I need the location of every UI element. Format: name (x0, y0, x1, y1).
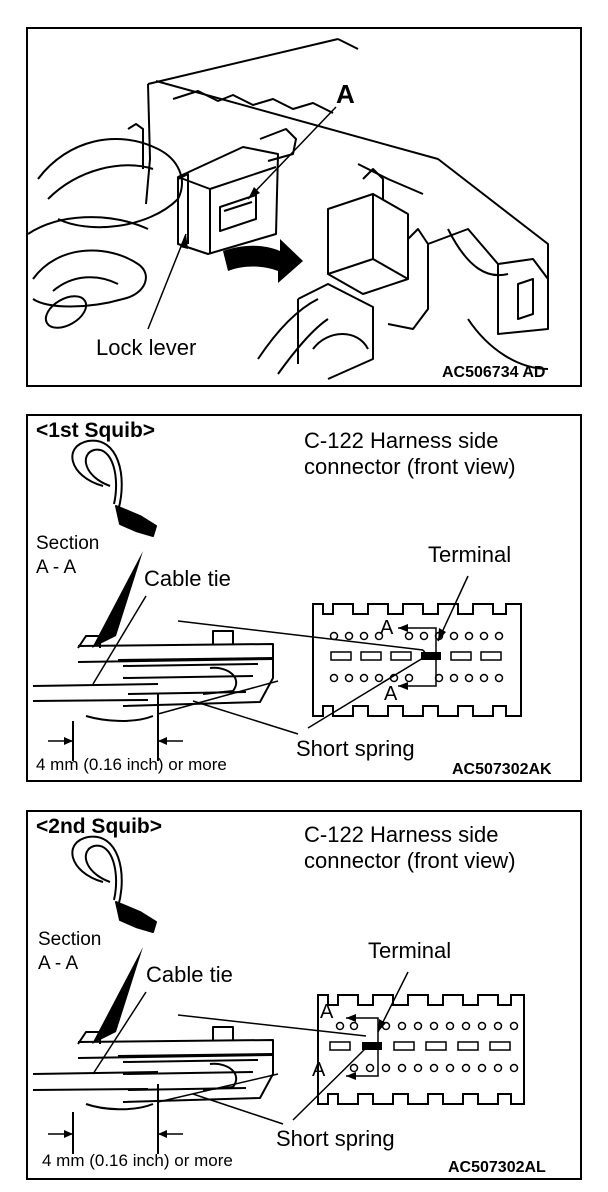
section-designation: A - A (38, 953, 79, 974)
section-mark-top: A (380, 617, 394, 639)
figure-code: AC507302AL (448, 1159, 546, 1176)
cable-tie-label: Cable tie (146, 962, 233, 987)
section-mark-top: A (320, 1001, 334, 1023)
cable-tie-label: Cable tie (144, 566, 231, 591)
connector-title-line2: connector (front view) (304, 848, 516, 873)
squib-title: <2nd Squib> (36, 815, 163, 838)
dimension-label: 4 mm (0.16 inch) or more (36, 755, 227, 774)
dimension-label: 4 mm (0.16 inch) or more (42, 1151, 233, 1170)
second-squib-illustration (32, 835, 525, 1154)
connector-title-line1: C-122 Harness side (304, 822, 499, 847)
short-spring-label: Short spring (276, 1126, 395, 1151)
lock-lever-illustration (28, 38, 549, 380)
second-squib-figure: <2nd Squib> C-122 Harness side connector… (26, 810, 582, 1180)
connector-title-line1: C-122 Harness side (304, 428, 499, 453)
section-label: Section (38, 929, 102, 950)
terminal-label: Terminal (428, 542, 512, 567)
lock-lever-label: Lock lever (96, 335, 197, 360)
terminal-label: Terminal (368, 938, 452, 963)
figure-code: AC507302AK (452, 761, 552, 778)
section-label: Section (36, 533, 100, 554)
section-mark-bottom: A (384, 683, 398, 705)
squib-title: <1st Squib> (36, 419, 156, 442)
callout-letter: A (336, 79, 355, 109)
first-squib-illustration (32, 439, 522, 761)
short-spring-label: Short spring (296, 736, 415, 761)
first-squib-figure: <1st Squib> C-122 Harness side connector… (26, 414, 582, 782)
figure-code: AC506734 AD (442, 364, 546, 381)
connector-lock-lever-figure: A Lock lever AC506734 AD (26, 27, 582, 387)
section-designation: A - A (36, 557, 77, 578)
section-mark-bottom: A (312, 1059, 326, 1081)
connector-title-line2: connector (front view) (304, 454, 516, 479)
